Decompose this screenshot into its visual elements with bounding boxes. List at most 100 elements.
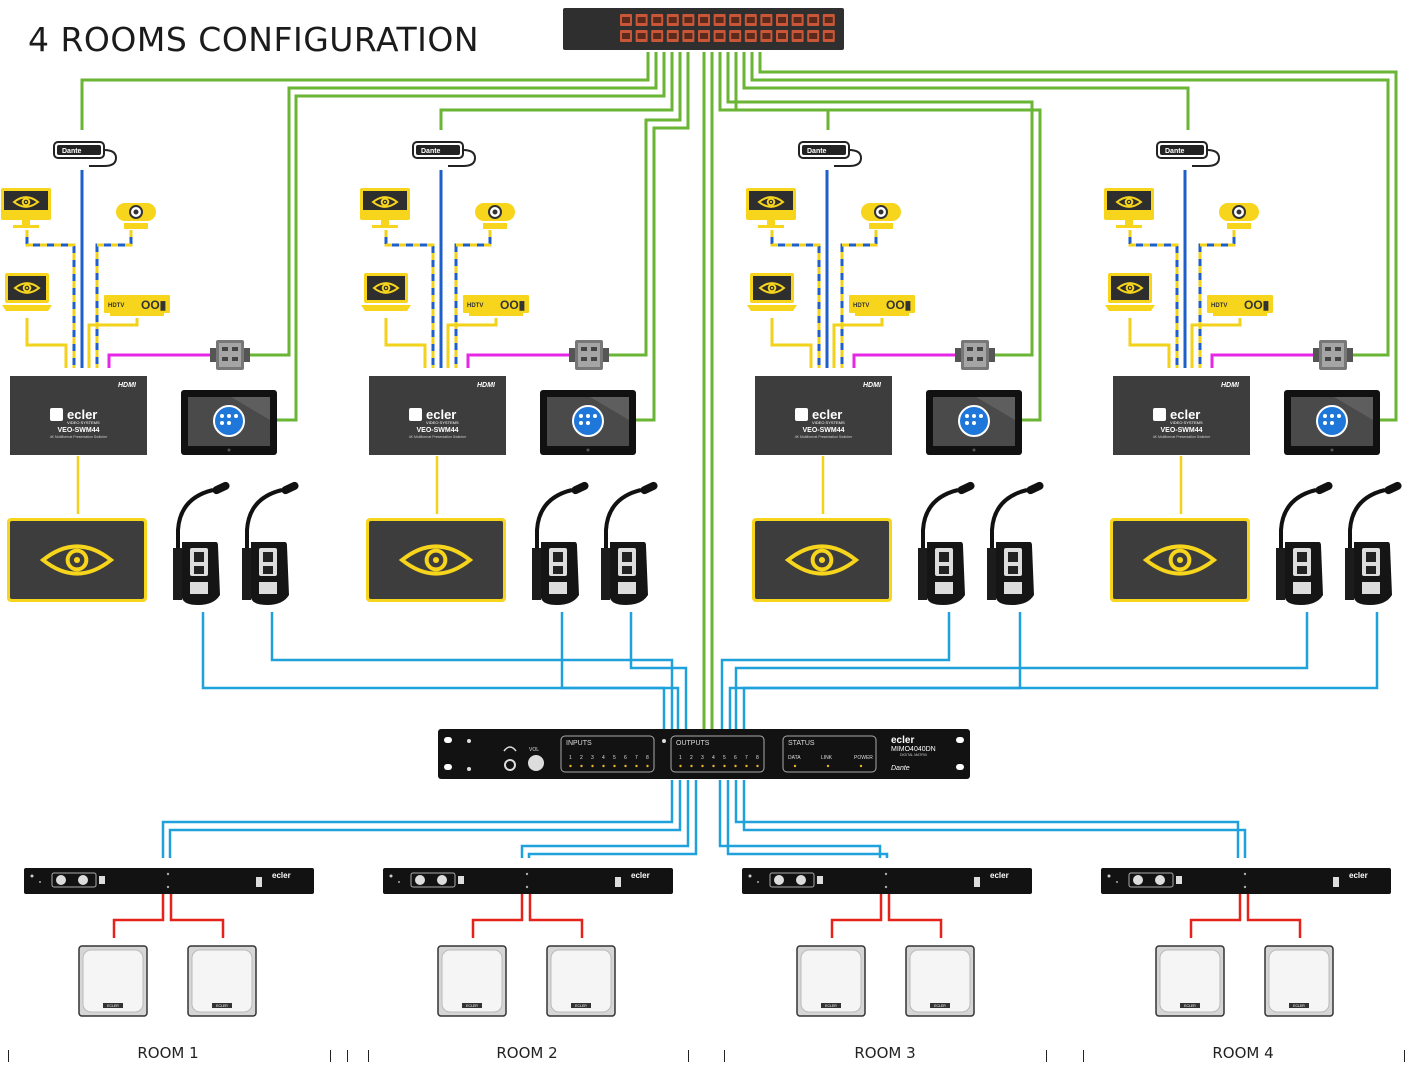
dante-adapter-face <box>1160 145 1204 155</box>
pc-monitor-icon <box>360 188 410 228</box>
hdtv-feet <box>469 313 523 316</box>
matrix-inputs-frame <box>560 735 655 773</box>
amp-power <box>1333 877 1339 887</box>
panel-app-dot <box>1323 414 1327 418</box>
control-led <box>967 357 973 361</box>
webcam-pupil <box>878 209 884 215</box>
room-label-4: ROOM 4 <box>1212 1044 1274 1062</box>
monitor-neck <box>767 220 775 226</box>
room-label-1: ROOM 1 <box>137 1044 199 1062</box>
eye-icon <box>1116 282 1144 294</box>
source-cable <box>1128 230 1179 368</box>
mic-capsule <box>1026 481 1044 495</box>
amp-switch <box>99 876 105 884</box>
speaker-grille <box>191 949 253 1013</box>
gooseneck-microphone <box>1345 481 1402 605</box>
speaker-badge <box>103 1003 123 1008</box>
control-face <box>219 343 241 367</box>
mic-xlr-body <box>242 548 251 600</box>
pc-monitor-icon <box>746 188 796 228</box>
switcher-logo-icon <box>795 408 808 421</box>
matrix-outputs-frame <box>670 735 765 773</box>
switcher-model: VEO-SWM44 <box>1160 427 1202 434</box>
mic-xlr-body <box>918 548 927 600</box>
room-display <box>7 518 147 602</box>
network-cable <box>276 52 666 422</box>
room-display <box>366 518 506 602</box>
switch-port-hole <box>637 17 646 23</box>
panel-app-dot <box>1337 414 1341 418</box>
speaker-badge-label: ECLER <box>1184 1004 1196 1008</box>
switcher-sub: VIDEO SYSTEMS <box>67 420 100 425</box>
control-flange <box>1347 348 1353 362</box>
control-face <box>1322 343 1344 367</box>
status-led <box>793 764 797 768</box>
mic-xlr-body <box>1345 548 1354 600</box>
switcher-chassis <box>755 376 892 455</box>
ceiling-speaker: ECLER <box>546 945 616 1017</box>
control-face <box>578 343 600 367</box>
amp-knob-frame <box>1128 872 1174 888</box>
speaker-badge <box>571 1003 591 1008</box>
eye-icon <box>372 282 400 294</box>
switcher-desc: 4K Multiformat Presentation Switcher <box>50 435 108 439</box>
panel-app-dot <box>1323 421 1327 425</box>
webcam-mount <box>483 223 507 229</box>
amp-led <box>1243 872 1247 876</box>
hdmi-cable <box>446 318 498 368</box>
dante-adapter-cord <box>448 149 477 167</box>
switch-port-hole <box>731 17 740 23</box>
amp-led <box>39 881 41 883</box>
panel-app-dot <box>579 421 583 425</box>
monitor-base <box>758 225 784 228</box>
channel-led <box>613 764 616 768</box>
audio-cable <box>742 612 1379 730</box>
eye-dot <box>384 286 388 290</box>
control-cable <box>466 353 569 368</box>
hdtv-feet <box>110 313 164 316</box>
channel-led <box>723 764 726 768</box>
speaker-cable <box>112 894 165 938</box>
volume-label: VOL <box>529 747 539 753</box>
ceiling-speaker: ECLER <box>905 945 975 1017</box>
switcher-brand: ecler <box>1170 407 1200 422</box>
mic-led <box>1366 566 1376 574</box>
amp-feed-cable <box>168 780 682 858</box>
eye-dot <box>1127 200 1131 204</box>
switch-port-hole <box>793 33 802 39</box>
switch-port-hole <box>622 33 630 39</box>
amp-knob <box>78 875 88 885</box>
control-led <box>232 357 238 361</box>
room-label-2: ROOM 2 <box>496 1044 558 1062</box>
eye-dot <box>73 556 81 564</box>
panel-reflection <box>1334 397 1373 420</box>
gooseneck-microphone <box>987 481 1044 605</box>
mic-switch <box>935 582 953 594</box>
control-led <box>1335 357 1341 361</box>
hdtv-body <box>463 295 529 313</box>
ceiling-speaker: ECLER <box>78 945 148 1017</box>
speaker-cable <box>471 894 524 938</box>
eye-pupil <box>766 197 776 207</box>
dante-usb-adapter: Dante <box>798 141 863 167</box>
gooseneck-microphone <box>601 481 658 605</box>
panel-app-dot <box>220 421 224 425</box>
hdmi-cable <box>87 318 139 368</box>
matrix-model-sub: DIGITAL MATRIX <box>900 753 928 757</box>
eye-icon <box>757 196 785 208</box>
amp-brand: ecler <box>272 871 291 880</box>
panel-app-dot <box>579 414 583 418</box>
network-cable <box>439 52 674 130</box>
switch-port-hole <box>653 33 662 39</box>
control-led <box>591 357 597 361</box>
mic-led <box>553 566 563 574</box>
ceiling-speaker: ECLER <box>796 945 866 1017</box>
dante-adapter-cord <box>834 149 863 167</box>
speaker-badge <box>212 1003 232 1008</box>
dante-adapter-label: Dante <box>62 148 82 155</box>
hdmi-cable <box>1128 318 1171 368</box>
switch-port-hole <box>824 33 833 39</box>
